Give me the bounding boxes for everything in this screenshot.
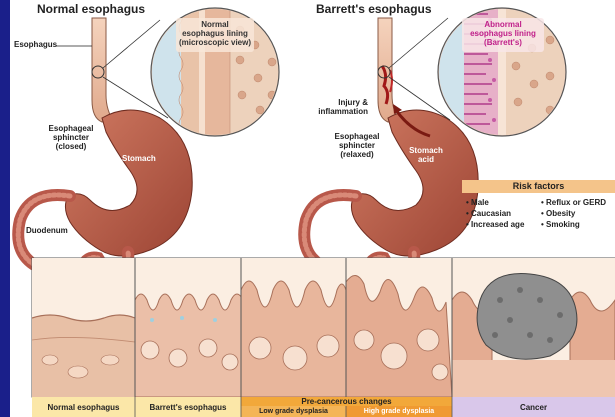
normal-sphincter-line-1: Esophageal: [36, 124, 106, 133]
normal-esophagus-title: Normal esophagus: [37, 2, 145, 16]
risk-factor-item: • Male: [466, 197, 524, 208]
normal-sphincter-label: Esophageal sphincter (closed): [36, 124, 106, 151]
barrett-sphincter-label: Esophageal sphincter (relaxed): [322, 132, 392, 159]
barrett-bubble-line-1: Abnormal: [456, 20, 550, 29]
risk-factor-item: • Reflux or GERD: [541, 197, 606, 208]
risk-factor-item: • Obesity: [541, 208, 606, 219]
stage-label-normal: Normal esophagus: [32, 397, 135, 417]
barrett-sphincter-line-1: Esophageal: [322, 132, 392, 141]
stomach-acid-line-1: Stomach: [406, 146, 446, 155]
stage-label-high-grade: High grade dysplasia: [346, 406, 452, 417]
barrett-sphincter-line-3: (relaxed): [322, 150, 392, 159]
normal-sphincter-line-2: sphincter: [36, 133, 106, 142]
normal-stomach-label: Stomach: [122, 154, 156, 163]
stage-label-cancer: Cancer: [452, 397, 615, 417]
esophagus-pointer: [56, 44, 92, 48]
barrett-bubble-caption: Abnormal esophagus lining (Barrett's): [456, 20, 550, 47]
injury-line-2: inflammation: [306, 107, 368, 116]
normal-bubble-line-1: Normal: [170, 20, 260, 29]
barrett-sphincter-line-2: sphincter: [322, 141, 392, 150]
barrett-bubble-line-2: esophagus lining: [456, 29, 550, 38]
barrett-bubble-line-3: (Barrett's): [456, 38, 550, 47]
normal-sphincter-line-3: (closed): [36, 142, 106, 151]
stage-label-low-grade: Low grade dysplasia: [241, 406, 346, 417]
normal-bubble-caption: Normal esophagus lining (microscopic vie…: [170, 20, 260, 47]
injury-label: Injury & inflammation: [306, 98, 368, 116]
risk-factor-item: • Caucasian: [466, 208, 524, 219]
stage-label-precancer: Pre-cancerous changes: [241, 397, 452, 406]
risk-factors-title: Risk factors: [462, 182, 615, 191]
stomach-acid-label: Stomach acid: [406, 146, 446, 164]
stage-label-barrett: Barrett's esophagus: [135, 397, 241, 417]
normal-bubble-line-3: (microscopic view): [170, 38, 260, 47]
risk-factor-item: • Increased age: [466, 219, 524, 230]
barrett-esophagus-title: Barrett's esophagus: [316, 2, 432, 16]
risk-factor-item: • Smoking: [541, 219, 606, 230]
normal-bubble-line-2: esophagus lining: [170, 29, 260, 38]
injury-line-1: Injury &: [306, 98, 368, 107]
duodenum-label: Duodenum: [26, 226, 68, 235]
risk-factors-right-list: • Reflux or GERD • Obesity • Smoking: [541, 197, 606, 230]
stomach-acid-line-2: acid: [406, 155, 446, 164]
tissue-stages-strip: [32, 258, 615, 397]
risk-factors-left-list: • Male • Caucasian • Increased age: [466, 197, 524, 230]
diagram-panel: Normal esophagus Barrett's esophagus Eso…: [10, 0, 615, 417]
esophagus-label: Esophagus: [14, 40, 57, 49]
